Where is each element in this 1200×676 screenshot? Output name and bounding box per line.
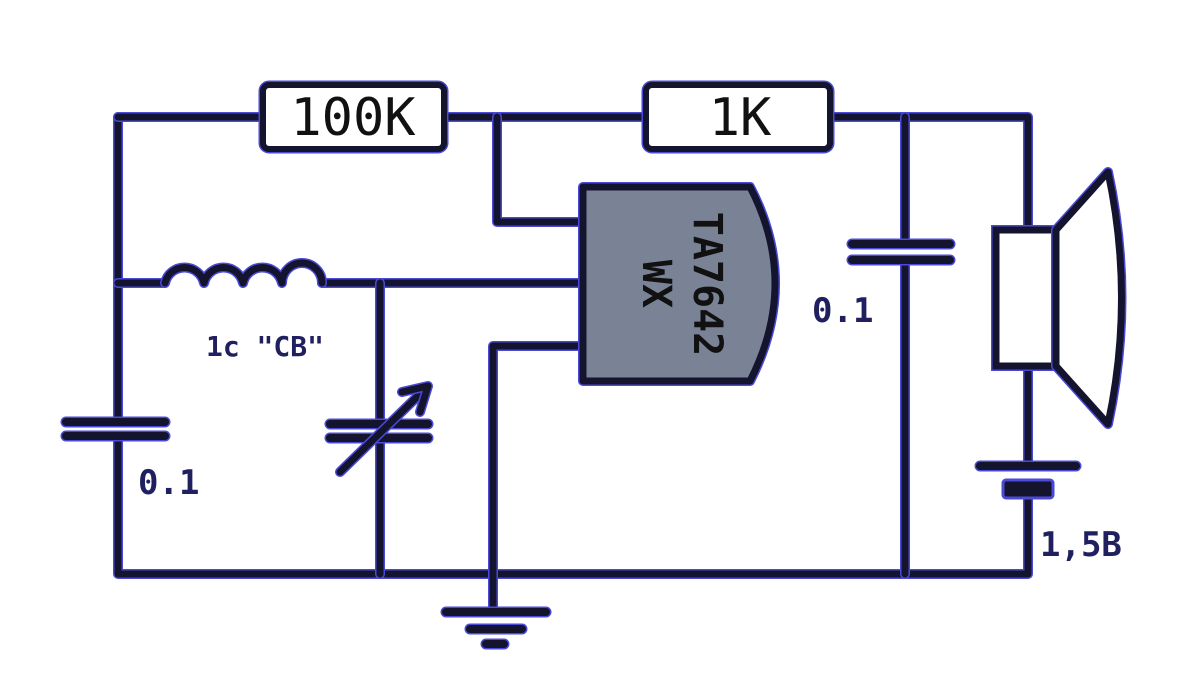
resistor-100k: 100K	[258, 80, 449, 154]
chip-body	[579, 183, 779, 385]
tuning-arrow-head	[398, 382, 432, 416]
ground-bus-wire	[114, 113, 1032, 578]
chip-input-wire	[493, 113, 587, 226]
resistor-1k-label: 1K	[709, 88, 772, 148]
battery	[974, 460, 1082, 500]
speaker-cone	[1052, 168, 1125, 428]
capacitor-right	[846, 238, 956, 266]
ground-symbol	[440, 606, 552, 650]
battery-voltage: 1,5B	[1040, 525, 1122, 565]
resistor-100k-label: 100K	[290, 88, 416, 148]
chip-ground-wire	[489, 342, 587, 616]
resistor-body	[260, 82, 447, 152]
capacitor-right-value: 0.1	[812, 291, 873, 331]
top-rail-wire	[114, 113, 1032, 234]
capacitor-left	[60, 416, 171, 442]
chip-marking: WX	[633, 260, 679, 308]
tuning-arrow-shaft	[336, 388, 426, 476]
wires	[113, 112, 1033, 617]
capacitor-left-value: 0.1	[138, 463, 199, 503]
ic-chip-ta7642: TA7642 WX	[578, 182, 780, 386]
chip-part-number: TA7642	[684, 212, 730, 357]
resistor-body	[643, 82, 833, 152]
speaker	[991, 167, 1127, 429]
speaker-magnet	[992, 226, 1060, 370]
inductor-label: 1c "CB"	[206, 330, 324, 363]
battery-negative-plate	[1001, 478, 1055, 500]
coil-windings	[161, 259, 326, 287]
variable-capacitor	[324, 381, 434, 477]
inductor-coil	[160, 258, 327, 288]
resistor-1k: 1K	[641, 80, 835, 154]
